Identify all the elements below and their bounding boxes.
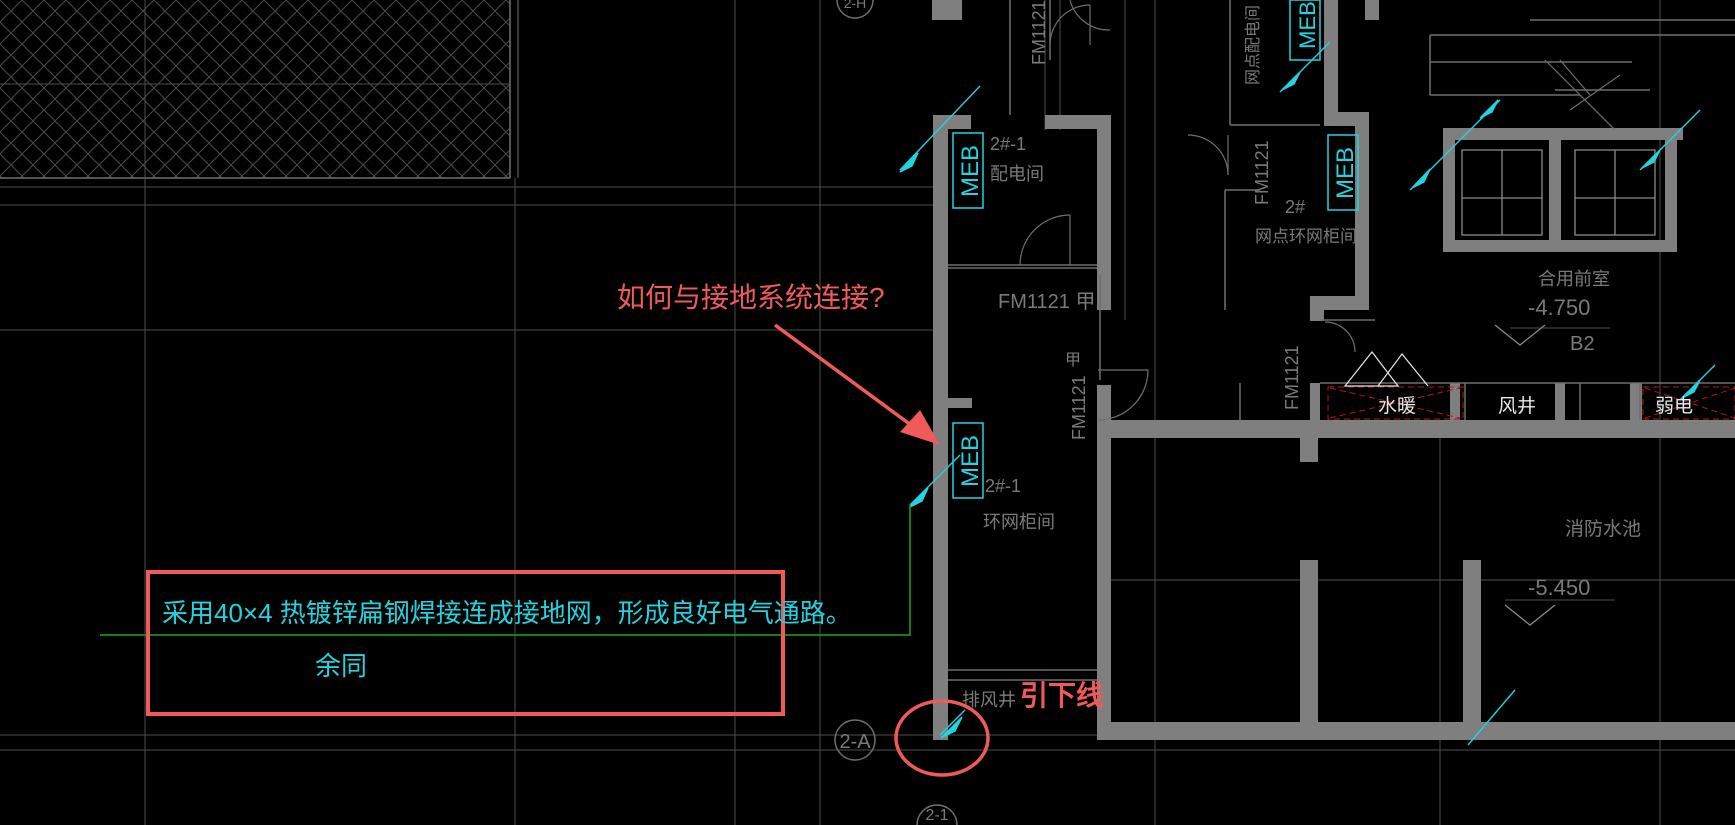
- hatched-slab-area: [0, 0, 519, 179]
- lobby-level: -4.750: [1528, 295, 1590, 320]
- door-fm1121-left: FM1121: [1282, 345, 1302, 410]
- grounding-conductor: [100, 505, 911, 636]
- meb-label-ring-cabinet: MEB: [957, 435, 984, 487]
- note-line-1: 采用40×4 热镀锌扁钢焊接连成接地网，形成良好电气通路。: [162, 598, 852, 628]
- downlead-label: 引下线: [1020, 680, 1104, 711]
- meb-label-network: MEB: [1332, 147, 1359, 199]
- room-no-power: 2#-1: [990, 134, 1026, 154]
- meb-label-power-room: MEB: [957, 145, 984, 197]
- stair: [1544, 59, 1621, 131]
- room-weak-current: 弱电: [1655, 395, 1693, 417]
- equipment-room-hatch: [1327, 386, 1735, 420]
- room-exhaust-shaft: 排风井: [962, 690, 1016, 710]
- downlead-circle: [894, 699, 990, 777]
- note-line-2: 余同: [315, 651, 367, 681]
- walls: [932, 0, 1735, 740]
- room-network-top: 网点配电间: [1244, 5, 1262, 85]
- room-no-network: 2#: [1285, 197, 1305, 217]
- downlead-symbols: [899, 41, 1716, 746]
- room-no-ring: 2#-1: [985, 476, 1021, 496]
- door-fm1121-a: FM1121 甲: [998, 291, 1095, 313]
- door-fm1121-mid: FM1121: [1069, 375, 1089, 440]
- room-water-heating: 水暖: [1378, 395, 1416, 417]
- meb-boxes: [952, 0, 1359, 499]
- room-air-shaft: 风井: [1498, 395, 1536, 417]
- meb-label-top: MEB: [1295, 1, 1320, 49]
- fire-pool-level: -5.450: [1528, 575, 1590, 600]
- note-box: [146, 570, 785, 716]
- partitions: [948, 0, 1735, 681]
- axis-label-2h: 2-H: [844, 0, 867, 11]
- level-markers: [1494, 324, 1556, 626]
- room-ring-cabinet: 环网柜间: [983, 512, 1055, 532]
- axis-label-21: 2-1: [925, 807, 948, 824]
- elevator-cars: [1461, 149, 1656, 236]
- door-jia: 甲: [1065, 352, 1081, 369]
- question-annotation: 如何与接地系统连接?: [617, 282, 885, 313]
- level-b2: B2: [1570, 333, 1594, 355]
- door-fm1121-network: FM1121: [1252, 140, 1272, 205]
- annotation-arrow: [773, 323, 940, 445]
- room-lobby: 合用前室: [1538, 269, 1610, 289]
- axis-label-2a: 2-A: [839, 731, 871, 753]
- room-power: 配电间: [990, 164, 1044, 184]
- room-fire-pool: 消防水池: [1565, 518, 1641, 540]
- door-swings: [1019, 0, 1356, 421]
- axis-bubbles: [834, 0, 958, 825]
- room-network-ring: 网点环网柜间: [1255, 227, 1357, 246]
- door-fm1121-top: FM1121: [1029, 0, 1049, 65]
- fan-symbols: [1343, 351, 1429, 387]
